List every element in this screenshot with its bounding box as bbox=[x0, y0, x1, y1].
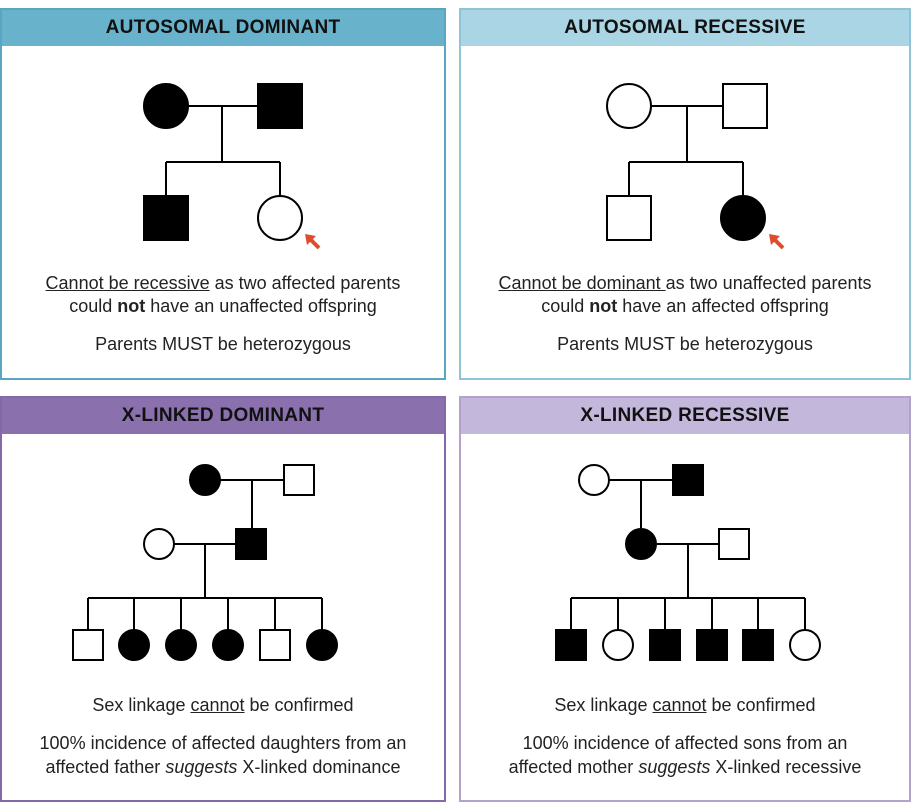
affected-daughter bbox=[165, 629, 197, 661]
pedigree-diagram bbox=[72, 464, 338, 661]
explanation-line-3: affected mother suggests X-linked recess… bbox=[461, 756, 909, 779]
text-segment: X-linked recessive bbox=[710, 757, 862, 777]
panel-title: AUTOSOMAL RECESSIVE bbox=[564, 17, 806, 38]
emphasis-underlined: Cannot be recessive bbox=[45, 273, 210, 293]
heterozygous-note: Parents MUST be heterozygous bbox=[95, 334, 351, 354]
affected-grandmother bbox=[189, 464, 221, 496]
unaffected-son bbox=[259, 629, 291, 661]
unaffected-male-parent bbox=[722, 83, 768, 129]
panel-header: X-LINKED DOMINANT bbox=[2, 398, 444, 434]
panel-x-linked-recessive: X-LINKED RECESSIVE Sex linkage cannot be… bbox=[459, 396, 911, 802]
affected-grandfather bbox=[672, 464, 704, 496]
emphasis-bold: not bbox=[589, 296, 618, 316]
unaffected-daughter bbox=[602, 629, 634, 661]
explanation-line-2: 100% incidence of affected sons from an bbox=[522, 733, 848, 753]
unaffected-father bbox=[718, 528, 750, 560]
affected-son bbox=[649, 629, 681, 661]
affected-male-offspring bbox=[143, 195, 189, 241]
affected-male-parent bbox=[257, 83, 303, 129]
unaffected-male-offspring bbox=[606, 195, 652, 241]
text-segment: could bbox=[69, 296, 118, 316]
panel-header: X-LINKED RECESSIVE bbox=[461, 398, 909, 434]
pedigree-diagram bbox=[143, 83, 321, 250]
text-segment: have an affected offspring bbox=[617, 296, 829, 316]
explanation-line-1: Cannot be recessive as two affected pare… bbox=[2, 272, 444, 295]
text-segment: as two unaffected parents bbox=[665, 273, 872, 293]
proband-arrow-icon bbox=[305, 234, 321, 250]
emphasis-bold: not bbox=[117, 296, 146, 316]
affected-daughter bbox=[118, 629, 150, 661]
panel-autosomal-recessive: AUTOSOMAL RECESSIVE Cannot be dominant a… bbox=[459, 8, 911, 380]
unaffected-female-offspring bbox=[257, 195, 303, 241]
unaffected-son bbox=[72, 629, 104, 661]
panel-autosomal-dominant: AUTOSOMAL DOMINANT Cannot be recessive a… bbox=[0, 8, 446, 380]
explanation-line-1: Sex linkage cannot be confirmed bbox=[461, 694, 909, 717]
text-segment: could bbox=[541, 296, 590, 316]
affected-son bbox=[742, 629, 774, 661]
explanation-line-2: could not have an affected offspring bbox=[461, 295, 909, 318]
proband-arrow-icon bbox=[769, 234, 785, 250]
text-segment: Sex linkage bbox=[554, 695, 653, 715]
affected-female-offspring bbox=[720, 195, 766, 241]
affected-son bbox=[555, 629, 587, 661]
text-segment: be confirmed bbox=[706, 695, 816, 715]
affected-daughter bbox=[306, 629, 338, 661]
emphasis-underlined: cannot bbox=[652, 695, 707, 715]
text-segment: be confirmed bbox=[244, 695, 354, 715]
text-segment: have an unaffected offspring bbox=[145, 296, 377, 316]
unaffected-female-parent bbox=[606, 83, 652, 129]
heterozygous-note: Parents MUST be heterozygous bbox=[557, 334, 813, 354]
panel-title: X-LINKED RECESSIVE bbox=[580, 405, 790, 426]
explanation-line-1: Sex linkage cannot be confirmed bbox=[2, 694, 444, 717]
affected-carrier-mother bbox=[625, 528, 657, 560]
text-segment: Sex linkage bbox=[92, 695, 191, 715]
panel-header: AUTOSOMAL RECESSIVE bbox=[461, 10, 909, 46]
affected-female-parent bbox=[143, 83, 189, 129]
text-segment: X-linked dominance bbox=[237, 757, 401, 777]
text-segment: affected mother bbox=[508, 757, 639, 777]
unaffected-grandfather bbox=[283, 464, 315, 496]
explanation-line-2: 100% incidence of affected daughters fro… bbox=[39, 733, 407, 753]
unaffected-mother bbox=[143, 528, 175, 560]
explanation-line-2: could not have an unaffected offspring bbox=[2, 295, 444, 318]
explanation-line-1: Cannot be dominant as two unaffected par… bbox=[461, 272, 909, 295]
unaffected-grandmother bbox=[578, 464, 610, 496]
panel-header: AUTOSOMAL DOMINANT bbox=[2, 10, 444, 46]
affected-daughter bbox=[212, 629, 244, 661]
text-segment: affected father bbox=[45, 757, 166, 777]
pedigree-diagram bbox=[606, 83, 785, 250]
affected-son bbox=[696, 629, 728, 661]
text-segment: as two affected parents bbox=[209, 273, 401, 293]
emphasis-italic: suggests bbox=[165, 757, 238, 777]
explanation-line-3: affected father suggests X-linked domina… bbox=[2, 756, 444, 779]
affected-father bbox=[235, 528, 267, 560]
emphasis-underlined: Cannot be dominant bbox=[498, 273, 666, 293]
emphasis-underlined: cannot bbox=[190, 695, 245, 715]
unaffected-daughter bbox=[789, 629, 821, 661]
panel-title: X-LINKED DOMINANT bbox=[121, 405, 325, 426]
panel-x-linked-dominant: X-LINKED DOMINANT Sex linkage cannot be … bbox=[0, 396, 446, 802]
pedigree-diagram bbox=[555, 464, 821, 661]
emphasis-italic: suggests bbox=[638, 757, 711, 777]
panel-title: AUTOSOMAL DOMINANT bbox=[105, 17, 341, 38]
